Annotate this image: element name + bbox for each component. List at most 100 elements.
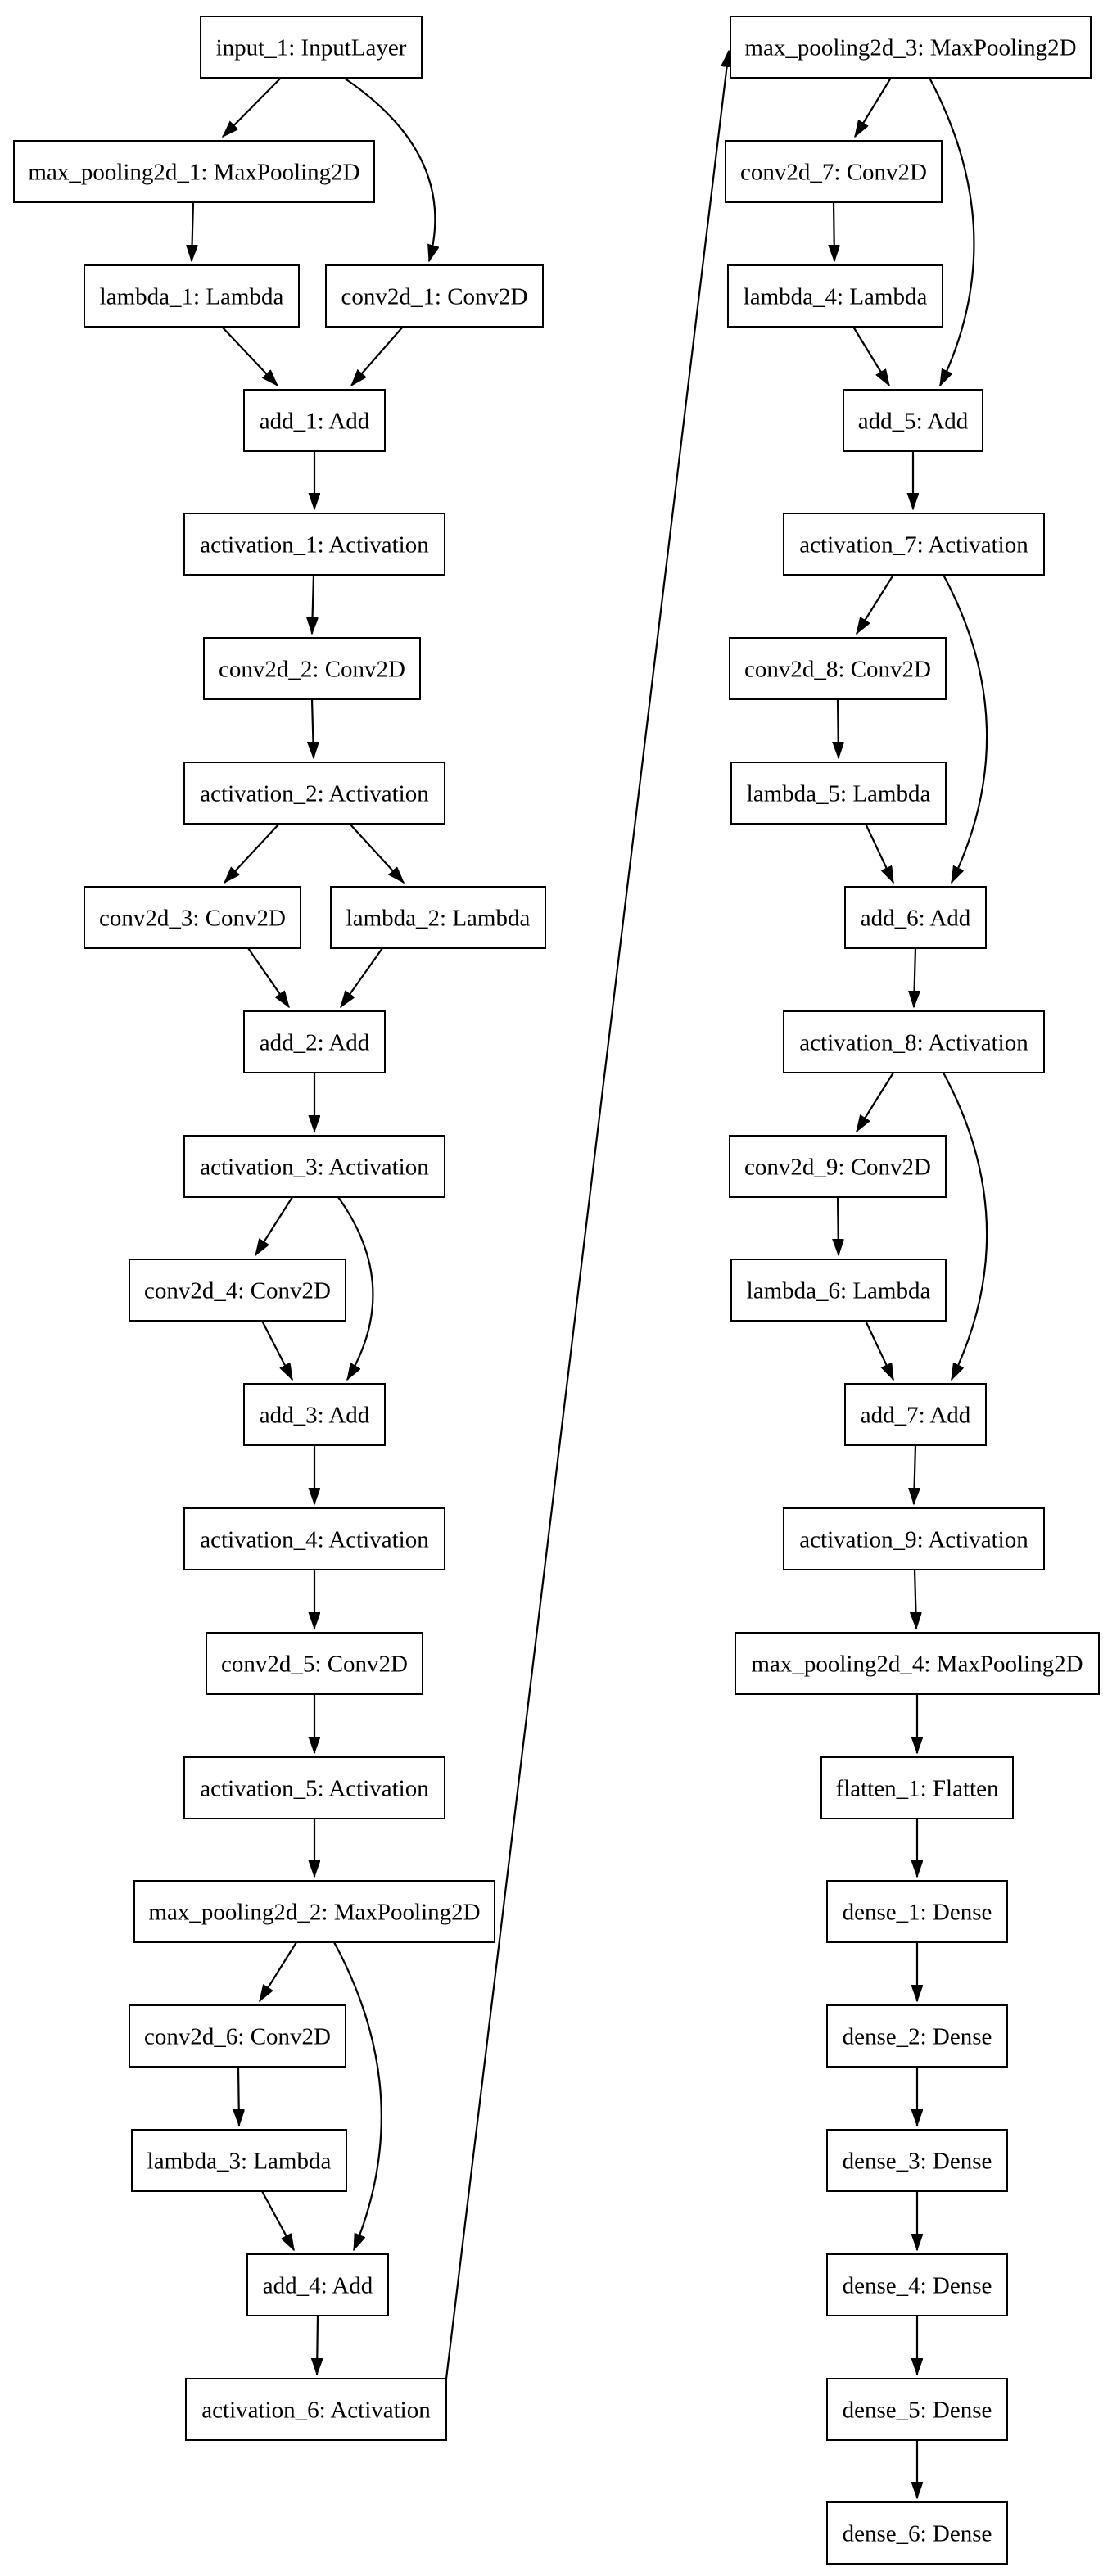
node-box-conv2d_9 — [729, 1135, 947, 1198]
edge-conv2d_6-to-lambda_3 — [238, 2066, 239, 2126]
layer-node-activation_5: activation_5: Activation — [183, 1756, 445, 1819]
node-label-dense_5: dense_5: Dense — [843, 2397, 992, 2424]
node-label-conv2d_1: conv2d_1: Conv2D — [341, 284, 528, 310]
layer-node-activation_2: activation_2: Activation — [183, 762, 445, 825]
edge-conv2d_8-to-lambda_5 — [838, 698, 839, 758]
node-box-activation_4 — [183, 1507, 445, 1570]
edges-layer — [192, 51, 988, 2498]
edge-input_1-to-max_pooling2d_1 — [223, 77, 282, 137]
layer-node-add_4: add_4: Add — [246, 2253, 389, 2316]
node-label-activation_6: activation_6: Activation — [201, 2397, 431, 2424]
layer-node-conv2d_7: conv2d_7: Conv2D — [725, 140, 943, 203]
edge-activation_2-to-lambda_2 — [349, 823, 404, 883]
edge-lambda_1-to-add_1 — [221, 326, 278, 386]
edge-max_pooling2d_3-to-conv2d_7 — [854, 77, 892, 137]
edge-add_6-to-activation_8 — [914, 947, 915, 1007]
node-label-lambda_1: lambda_1: Lambda — [100, 284, 284, 310]
node-box-add_4 — [246, 2253, 389, 2316]
node-label-conv2d_6: conv2d_6: Conv2D — [144, 2024, 331, 2050]
edge-activation_8-to-conv2d_9 — [856, 1072, 894, 1132]
node-label-activation_9: activation_9: Activation — [799, 1527, 1028, 1553]
node-box-activation_7 — [783, 513, 1045, 576]
layer-node-add_7: add_7: Add — [844, 1383, 987, 1446]
node-box-input_1 — [200, 16, 423, 79]
layer-node-max_pooling2d_1: max_pooling2d_1: MaxPooling2D — [13, 140, 375, 203]
node-box-max_pooling2d_2 — [133, 1880, 495, 1943]
layer-node-max_pooling2d_3: max_pooling2d_3: MaxPooling2D — [730, 16, 1092, 79]
node-label-activation_5: activation_5: Activation — [200, 1776, 429, 1802]
edge-activation_8-to-add_7 — [943, 1072, 988, 1380]
edge-activation_9-to-max_pooling2d_4 — [915, 1569, 916, 1629]
node-box-max_pooling2d_3 — [730, 16, 1092, 79]
edge-input_1-to-conv2d_1 — [343, 77, 435, 261]
layer-node-add_1: add_1: Add — [243, 389, 386, 452]
layer-node-activation_1: activation_1: Activation — [183, 513, 445, 576]
node-box-dense_5 — [826, 2378, 1008, 2441]
node-label-lambda_4: lambda_4: Lambda — [744, 284, 928, 310]
layer-node-activation_7: activation_7: Activation — [783, 513, 1045, 576]
node-label-conv2d_8: conv2d_8: Conv2D — [744, 657, 931, 683]
node-box-activation_9 — [783, 1507, 1045, 1570]
node-box-conv2d_5 — [206, 1632, 423, 1695]
node-box-lambda_6 — [730, 1259, 947, 1322]
edge-add_4-to-activation_6 — [317, 2315, 318, 2375]
node-box-activation_5 — [183, 1756, 445, 1819]
layer-node-dense_2: dense_2: Dense — [826, 2004, 1008, 2068]
layer-node-activation_4: activation_4: Activation — [183, 1507, 445, 1570]
layer-node-lambda_5: lambda_5: Lambda — [730, 762, 947, 825]
edge-activation_2-to-conv2d_3 — [224, 823, 280, 883]
layer-node-conv2d_3: conv2d_3: Conv2D — [84, 886, 301, 949]
layer-node-dense_4: dense_4: Dense — [826, 2253, 1008, 2316]
edge-max_pooling2d_2-to-conv2d_6 — [259, 1941, 297, 2001]
node-box-max_pooling2d_1 — [13, 140, 375, 203]
node-label-add_7: add_7: Add — [861, 1403, 971, 1429]
node-label-conv2d_7: conv2d_7: Conv2D — [740, 160, 927, 186]
layer-node-activation_6: activation_6: Activation — [185, 2378, 447, 2441]
node-box-lambda_4 — [727, 264, 943, 328]
node-label-conv2d_3: conv2d_3: Conv2D — [99, 906, 286, 932]
edge-lambda_3-to-add_4 — [261, 2190, 295, 2250]
node-label-conv2d_2: conv2d_2: Conv2D — [219, 657, 405, 683]
edge-conv2d_1-to-add_1 — [351, 326, 404, 386]
node-box-add_2 — [243, 1010, 386, 1073]
node-label-add_1: add_1: Add — [260, 409, 370, 435]
layer-node-lambda_6: lambda_6: Lambda — [730, 1259, 947, 1322]
node-label-dense_3: dense_3: Dense — [843, 2149, 992, 2175]
node-label-lambda_2: lambda_2: Lambda — [346, 906, 531, 932]
node-label-max_pooling2d_4: max_pooling2d_4: MaxPooling2D — [751, 1652, 1083, 1678]
node-label-add_2: add_2: Add — [260, 1030, 370, 1056]
layer-node-activation_9: activation_9: Activation — [783, 1507, 1045, 1570]
edge-lambda_2-to-add_2 — [340, 947, 383, 1007]
node-box-conv2d_2 — [203, 637, 421, 700]
node-label-dense_2: dense_2: Dense — [843, 2024, 992, 2050]
node-box-activation_1 — [183, 513, 445, 576]
layer-node-lambda_2: lambda_2: Lambda — [330, 886, 546, 949]
edge-lambda_4-to-add_5 — [852, 326, 890, 386]
edge-conv2d_4-to-add_3 — [261, 1320, 293, 1380]
layer-node-conv2d_5: conv2d_5: Conv2D — [206, 1632, 423, 1695]
node-box-lambda_1 — [84, 264, 300, 328]
layer-node-conv2d_8: conv2d_8: Conv2D — [729, 637, 947, 700]
layer-node-max_pooling2d_2: max_pooling2d_2: MaxPooling2D — [133, 1880, 495, 1943]
edge-activation_1-to-conv2d_2 — [312, 574, 314, 634]
layer-node-add_6: add_6: Add — [844, 886, 987, 949]
node-box-dense_3 — [826, 2129, 1008, 2192]
node-label-conv2d_4: conv2d_4: Conv2D — [144, 1278, 331, 1304]
node-box-conv2d_6 — [129, 2004, 346, 2068]
edge-lambda_6-to-add_7 — [865, 1320, 894, 1380]
edge-conv2d_3-to-add_2 — [247, 947, 290, 1007]
edge-conv2d_9-to-lambda_6 — [838, 1195, 839, 1255]
layer-node-dense_5: dense_5: Dense — [826, 2378, 1008, 2441]
edge-add_7-to-activation_9 — [914, 1444, 915, 1504]
node-box-conv2d_3 — [84, 886, 301, 949]
layer-node-conv2d_9: conv2d_9: Conv2D — [729, 1135, 947, 1198]
node-box-conv2d_1 — [325, 264, 544, 328]
node-box-dense_4 — [826, 2253, 1008, 2316]
layer-node-conv2d_4: conv2d_4: Conv2D — [129, 1259, 346, 1322]
node-label-activation_2: activation_2: Activation — [200, 781, 429, 807]
node-box-activation_6 — [185, 2378, 447, 2441]
node-label-lambda_5: lambda_5: Lambda — [747, 781, 931, 807]
